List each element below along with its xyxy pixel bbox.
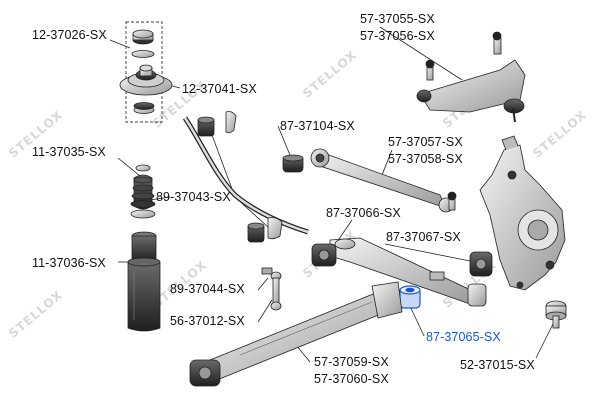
ball-joint-52-37015	[545, 300, 567, 329]
control-arm-57-37055	[416, 31, 526, 123]
bushing-87-37104	[282, 154, 304, 173]
label-57-37057[interactable]: 57-37057-SX	[388, 135, 463, 149]
label-87-37066[interactable]: 87-37066-SX	[326, 206, 401, 220]
label-12-37026[interactable]: 12-37026-SX	[32, 28, 107, 42]
label-87-37065[interactable]: 87-37065-SX	[426, 330, 501, 344]
dust-boot	[127, 231, 161, 332]
top-mount-kit	[131, 29, 155, 114]
label-87-37104[interactable]: 87-37104-SX	[280, 119, 355, 133]
bump-stop	[130, 164, 156, 219]
strut-mount	[119, 64, 173, 96]
bushing-87-37065	[399, 285, 421, 309]
label-12-37041[interactable]: 12-37041-SX	[182, 82, 257, 96]
label-57-37056[interactable]: 57-37056-SX	[360, 29, 435, 43]
label-57-37059[interactable]: 57-37059-SX	[314, 355, 389, 369]
label-11-37036[interactable]: 11-37036-SX	[32, 256, 106, 270]
label-89-37043[interactable]: 89-37043-SX	[156, 190, 231, 204]
control-arm-57-37057	[310, 148, 457, 213]
label-89-37044[interactable]: 89-37044-SX	[170, 282, 245, 296]
label-57-37055[interactable]: 57-37055-SX	[360, 12, 435, 26]
label-57-37058[interactable]: 57-37058-SX	[388, 152, 463, 166]
label-57-37060[interactable]: 57-37060-SX	[314, 372, 389, 386]
label-56-37012[interactable]: 56-37012-SX	[170, 314, 245, 328]
label-11-37035[interactable]: 11-37035-SX	[32, 145, 106, 159]
stabilizer-bar	[182, 116, 309, 235]
steering-knuckle	[479, 135, 566, 291]
stabilizer-bushing	[197, 111, 283, 243]
top-mount-kit-frame	[125, 21, 163, 123]
bushing-87-37067	[469, 251, 493, 277]
control-arm-lower-front	[311, 237, 487, 307]
control-arm-57-37059	[189, 281, 403, 387]
label-87-37067[interactable]: 87-37067-SX	[386, 230, 461, 244]
stabilizer-link	[261, 267, 282, 311]
label-52-37015[interactable]: 52-37015-SX	[460, 358, 535, 372]
